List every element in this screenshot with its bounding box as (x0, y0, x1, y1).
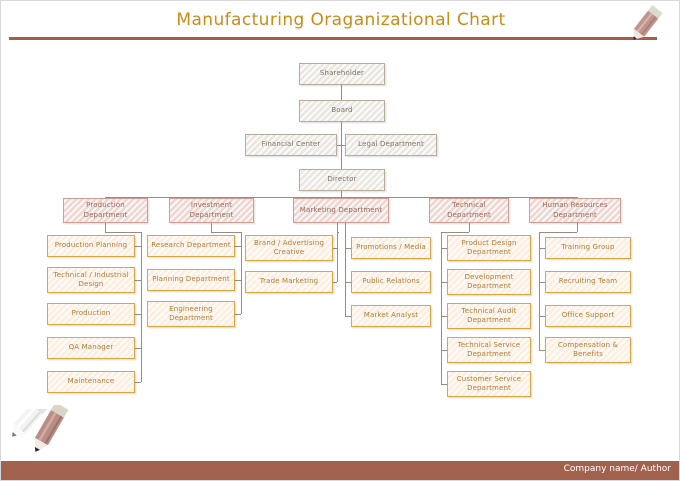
connector (345, 282, 351, 283)
node-production-department[interactable]: Production Department (63, 198, 148, 223)
node-market-analyst[interactable]: Market Analyst (351, 305, 431, 327)
node-planning-department[interactable]: Planning Department (147, 269, 235, 291)
node-brand-advertising-creative[interactable]: Brand / Advertising Creative (245, 235, 333, 261)
connector (441, 282, 447, 283)
node-development-department[interactable]: Development Department (447, 269, 531, 295)
page-title: Manufacturing Oraganizational Chart (176, 10, 506, 30)
node-maintenance[interactable]: Maintenance (47, 371, 135, 393)
connector (441, 248, 447, 249)
connector (345, 232, 346, 316)
connector (105, 223, 106, 232)
connector (141, 232, 142, 382)
node-promotions-media[interactable]: Promotions / Media (351, 237, 431, 259)
node-qa-manager[interactable]: QA Manager (47, 337, 135, 359)
connector (235, 280, 241, 281)
connector (539, 232, 577, 233)
node-human-resources-department[interactable]: Human Resources Department (529, 198, 621, 223)
node-training-group[interactable]: Training Group (545, 237, 631, 259)
connector (341, 85, 342, 100)
connector (577, 223, 578, 232)
connector (235, 314, 241, 315)
connector (441, 350, 447, 351)
connector (345, 248, 351, 249)
node-public-relations[interactable]: Public Relations (351, 271, 431, 293)
connector (469, 223, 470, 232)
node-director[interactable]: Director (299, 169, 385, 191)
connector (135, 280, 141, 281)
footer-credit: Company name/ Author (563, 464, 671, 474)
connector (105, 232, 141, 233)
connector (441, 384, 447, 385)
node-investment-department[interactable]: Investment Department (169, 198, 254, 223)
node-legal-department[interactable]: Legal Department (345, 134, 437, 156)
node-research-department[interactable]: Research Department (147, 235, 235, 257)
node-marketing-department[interactable]: Marketing Department (293, 198, 389, 223)
connector (135, 246, 141, 247)
connector (135, 348, 141, 349)
connector (337, 223, 338, 232)
node-technical-audit-department[interactable]: Technical Audit Department (447, 303, 531, 329)
connector (135, 314, 141, 315)
node-technical-department[interactable]: Technical Department (429, 198, 509, 223)
node-shareholder[interactable]: Shareholder (299, 63, 385, 85)
connector (135, 382, 141, 383)
node-technical-industrial-design[interactable]: Technical / Industrial Design (47, 267, 135, 293)
connector (331, 248, 337, 249)
connector (337, 145, 345, 146)
node-office-support[interactable]: Office Support (545, 305, 631, 327)
connector (345, 223, 346, 232)
connector (337, 232, 339, 233)
node-trade-marketing[interactable]: Trade Marketing (245, 271, 333, 293)
node-engineering-department[interactable]: Engineering Department (147, 301, 235, 327)
connector (331, 282, 337, 283)
connector (441, 232, 469, 233)
connector (337, 232, 338, 282)
node-customer-service-department[interactable]: Customer Service Department (447, 371, 531, 397)
node-production[interactable]: Production (47, 303, 135, 325)
connector (539, 350, 545, 351)
pencil-icon (633, 5, 663, 40)
connector (345, 316, 351, 317)
footer-bar: Company name/ Author (1, 461, 679, 480)
node-production-planning[interactable]: Production Planning (47, 235, 135, 257)
node-compensation-and-benefits[interactable]: Compensation & Benefits (545, 337, 631, 363)
connector (211, 223, 212, 232)
pencil-icon (12, 409, 48, 437)
node-product-design-department[interactable]: Product Design Department (447, 235, 531, 261)
node-board[interactable]: Board (299, 100, 385, 122)
title-divider (9, 37, 657, 40)
connector (539, 316, 545, 317)
node-financial-center[interactable]: Financial Center (245, 134, 337, 156)
connector (539, 232, 540, 350)
connector (441, 316, 447, 317)
node-technical-service-department[interactable]: Technical Service Department (447, 337, 531, 363)
connector (241, 232, 242, 314)
connector (441, 232, 442, 384)
pencil-icon (34, 405, 69, 452)
node-recruiting-team[interactable]: Recruiting Team (545, 271, 631, 293)
connector (539, 282, 545, 283)
connector (235, 246, 241, 247)
connector (341, 191, 342, 197)
connector (539, 248, 545, 249)
connector (211, 232, 241, 233)
